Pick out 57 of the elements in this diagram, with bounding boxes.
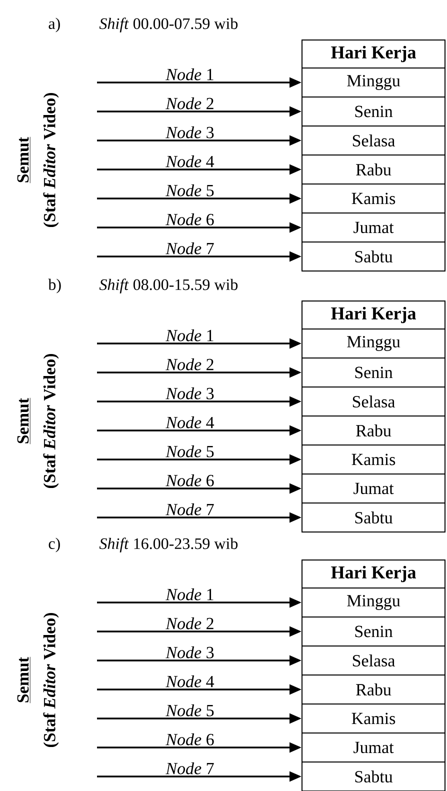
table-cell: Minggu	[302, 328, 446, 358]
table-cell: Jumat	[302, 212, 446, 242]
edge-label: Node 1	[166, 329, 214, 342]
edge-label: Node 2	[166, 358, 214, 370]
table-cell: Selasa	[302, 126, 446, 156]
edge-label: Node 2	[166, 617, 214, 630]
edge-label: Node 4	[166, 416, 214, 428]
table-cell: Senin	[302, 96, 446, 126]
table-cell: Sabtu	[302, 242, 446, 272]
table-cell: Minggu	[302, 68, 446, 98]
actor-label: Semut	[17, 136, 30, 184]
table-header: Hari Kerja	[302, 560, 446, 588]
edge-label: Node 2	[166, 97, 214, 110]
table-cell: Jumat	[302, 732, 446, 762]
edge-label: Node 3	[166, 387, 214, 400]
table-cell: Sabtu	[302, 502, 446, 532]
table-cell: Minggu	[302, 588, 446, 618]
edge-label: Node 1	[166, 588, 214, 600]
edge-label: Node 3	[166, 126, 214, 138]
table-cell: Sabtu	[302, 762, 446, 791]
edge-label: Node 1	[166, 68, 214, 80]
panel-letter: c)	[48, 538, 60, 552]
actor-label: Semut	[17, 398, 30, 444]
edge-label: Node 4	[166, 155, 214, 168]
table-cell: Rabu	[302, 416, 446, 446]
actor-label: (Staf Editor Video)	[43, 613, 59, 747]
table-cell: Senin	[302, 358, 446, 388]
edge-label: Node 4	[166, 675, 214, 688]
panel-letter: b)	[48, 278, 61, 294]
edge-label: Node 7	[166, 242, 214, 254]
table-cell: Kamis	[302, 184, 446, 214]
shift-caption: Shift 08.00-15.59 wib	[99, 278, 238, 294]
actor-label: (Staf Editor Video)	[43, 93, 59, 227]
table-cell: Selasa	[302, 646, 446, 676]
table-cell: Selasa	[302, 386, 446, 416]
table-cell: Kamis	[302, 444, 446, 474]
table-cell: Rabu	[302, 674, 446, 704]
panel-letter: a)	[48, 18, 60, 32]
edge-label: Node 5	[166, 445, 214, 458]
actor-label: (Staf Editor Video)	[43, 354, 59, 488]
shift-caption: Shift 00.00-07.59 wib	[99, 18, 238, 32]
table-cell: Jumat	[302, 474, 446, 504]
edge-label: Node 5	[166, 704, 214, 716]
table-header: Hari Kerja	[302, 300, 446, 330]
edge-label: Node 5	[166, 184, 214, 196]
edge-label: Node 7	[166, 762, 214, 774]
table-cell: Senin	[302, 616, 446, 646]
edge-label: Node 6	[166, 733, 214, 746]
edge-label: Node 7	[166, 503, 214, 516]
table-cell: Rabu	[302, 154, 446, 184]
edge-label: Node 3	[166, 646, 214, 658]
table-header: Hari Kerja	[302, 40, 446, 68]
table-cell: Kamis	[302, 704, 446, 734]
actor-label: Semut	[17, 656, 30, 704]
edge-label: Node 6	[166, 474, 214, 486]
edge-label: Node 6	[166, 213, 214, 226]
shift-caption: Shift 16.00-23.59 wib	[99, 538, 238, 552]
